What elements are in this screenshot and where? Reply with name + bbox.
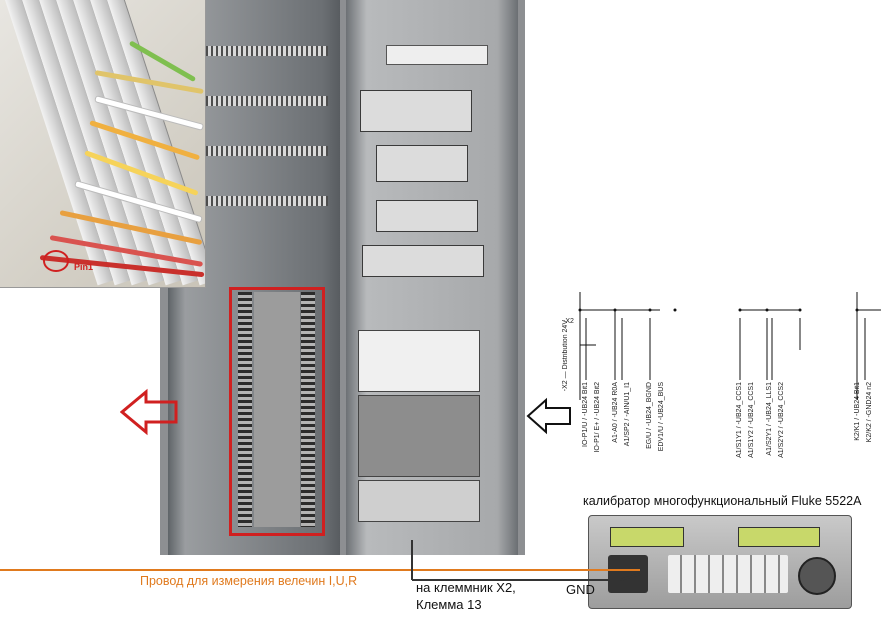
schematic-label: A1-A0 / -UB24 R0A bbox=[612, 382, 619, 443]
terminal-area bbox=[358, 395, 480, 477]
schematic-label: IO-P1/U / -UB24 Bit1 bbox=[582, 382, 589, 447]
terminal-label-line2: Клемма 13 bbox=[416, 597, 482, 612]
schematic-label: A1/S2Y1 / -UB24_LLS1 bbox=[766, 382, 773, 456]
schematic-label: A1/S1Y1 / -UB24_CCS1 bbox=[736, 382, 743, 458]
schematic-label: A1/S2Y2 / -UB24_CCS2 bbox=[778, 382, 785, 458]
terminal-strip-right bbox=[301, 292, 315, 527]
din-rail bbox=[198, 96, 328, 106]
module bbox=[360, 90, 472, 132]
gnd-label: GND bbox=[566, 582, 595, 597]
schematic-label: A1/S1Y2 / -UB24_CCS1 bbox=[748, 382, 755, 458]
black-arrow-icon bbox=[526, 397, 571, 435]
din-rail bbox=[198, 196, 328, 206]
schematic-label: EG/U / -UB24_BGND bbox=[646, 382, 653, 449]
module bbox=[376, 200, 478, 232]
highlight-box bbox=[229, 287, 325, 536]
schematic: -X2 — Distribution 24V -X2 IO-P1/U / -UB… bbox=[560, 290, 881, 490]
din-rail bbox=[198, 146, 328, 156]
module bbox=[362, 245, 484, 277]
inset-photo: Pin1 bbox=[0, 0, 206, 288]
plc-rack bbox=[358, 330, 480, 392]
schematic-header: -X2 — Distribution 24V bbox=[562, 320, 569, 392]
pin-label: Pin1 bbox=[74, 262, 94, 272]
schematic-label: K2/K1 / -UB24 Bit1 bbox=[854, 382, 861, 441]
terminal-label-line1: на клеммник X2, bbox=[416, 580, 516, 595]
din-rail bbox=[198, 46, 328, 56]
cable-duct bbox=[254, 292, 300, 527]
schematic-label: EDV1/U / -UB24_BUS bbox=[658, 382, 665, 452]
cable-lines bbox=[0, 540, 641, 581]
red-arrow-icon bbox=[120, 388, 178, 436]
cable-label: Провод для измерения велечин I,U,R bbox=[140, 574, 358, 588]
terminal-ref: -X2 bbox=[563, 318, 574, 325]
top-panel bbox=[386, 45, 488, 65]
pin-circle bbox=[43, 250, 69, 272]
schematic-label: K2/K2 / -GND24 n2 bbox=[866, 382, 873, 443]
fluke-calibrator bbox=[588, 515, 852, 613]
schematic-label: IO-P1/ E+ / -UB24 Bit2 bbox=[594, 382, 601, 453]
calibrator-label: калибратор многофункциональный Fluke 552… bbox=[583, 494, 862, 508]
schematic-lines bbox=[578, 292, 881, 400]
bottom-module bbox=[358, 480, 480, 522]
right-cabinet bbox=[346, 0, 518, 555]
module bbox=[376, 145, 468, 182]
terminal-strip-left bbox=[238, 292, 252, 527]
schematic-label: A1/SP2 / -AIN/U1_I1 bbox=[624, 382, 631, 447]
cabinet-photo bbox=[160, 0, 525, 555]
